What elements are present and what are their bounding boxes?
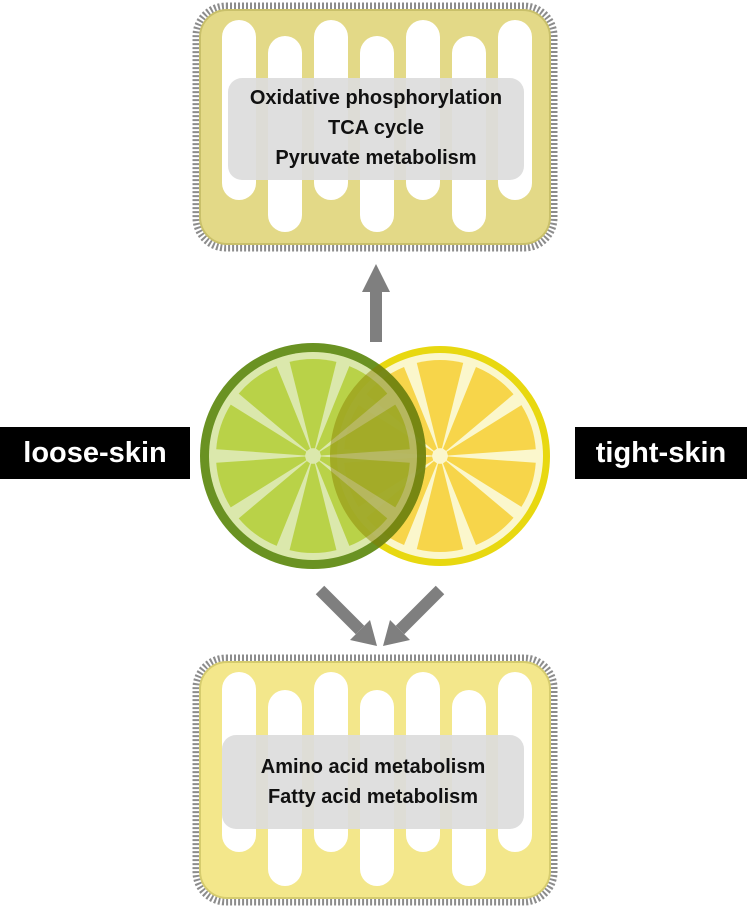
- top-pathway-oxphos: Oxidative phosphorylation: [249, 87, 503, 109]
- lime-segment: [238, 461, 311, 546]
- lemon-segment: [446, 405, 536, 456]
- top-pathway-pyruvate: Pyruvate metabolism: [275, 147, 477, 169]
- lime-segment: [238, 366, 311, 451]
- bottom-outer-membrane: [192, 654, 558, 906]
- lime-segment: [289, 463, 337, 553]
- lemon-segment: [442, 366, 514, 451]
- tight-skin-label: tight-skin: [575, 427, 747, 479]
- top-text-box: [228, 78, 524, 180]
- arrow-lemon-to-bottom: [383, 585, 445, 646]
- bottom-pathway-fatty-acid: Fatty acid metabolism: [267, 786, 479, 808]
- overlap-region: [330, 346, 426, 566]
- lime-segment: [315, 461, 388, 546]
- top-pathway-list: Oxidative phosphorylation TCA cycle Pyru…: [228, 83, 524, 173]
- lime-segments: [216, 358, 410, 553]
- lemon-segment: [442, 461, 514, 546]
- lime-segment: [315, 366, 388, 451]
- bottom-mitochondrion: [192, 654, 558, 906]
- top-mitochondrion: [192, 2, 558, 252]
- arrow-lime-to-bottom: [315, 585, 377, 646]
- top-outer-membrane: [192, 2, 558, 252]
- top-pathway-tca: TCA cycle: [328, 117, 424, 139]
- lime-segment: [319, 456, 410, 508]
- lemon-segment: [416, 359, 464, 449]
- lime-segment: [216, 456, 307, 508]
- arrow-up: [362, 264, 390, 342]
- lemon-segment: [416, 463, 464, 552]
- bottom-text-box: [222, 735, 524, 829]
- lime-segment: [216, 404, 307, 456]
- lime-slice: [200, 343, 426, 569]
- loose-skin-label: loose-skin: [0, 427, 190, 479]
- bottom-pathway-list: Amino acid metabolism Fatty acid metabol…: [222, 752, 524, 812]
- lime-segment: [319, 404, 410, 456]
- bottom-pathway-amino-acid: Amino acid metabolism: [260, 756, 486, 778]
- lemon-segment: [446, 456, 536, 507]
- lime-segment: [289, 358, 337, 449]
